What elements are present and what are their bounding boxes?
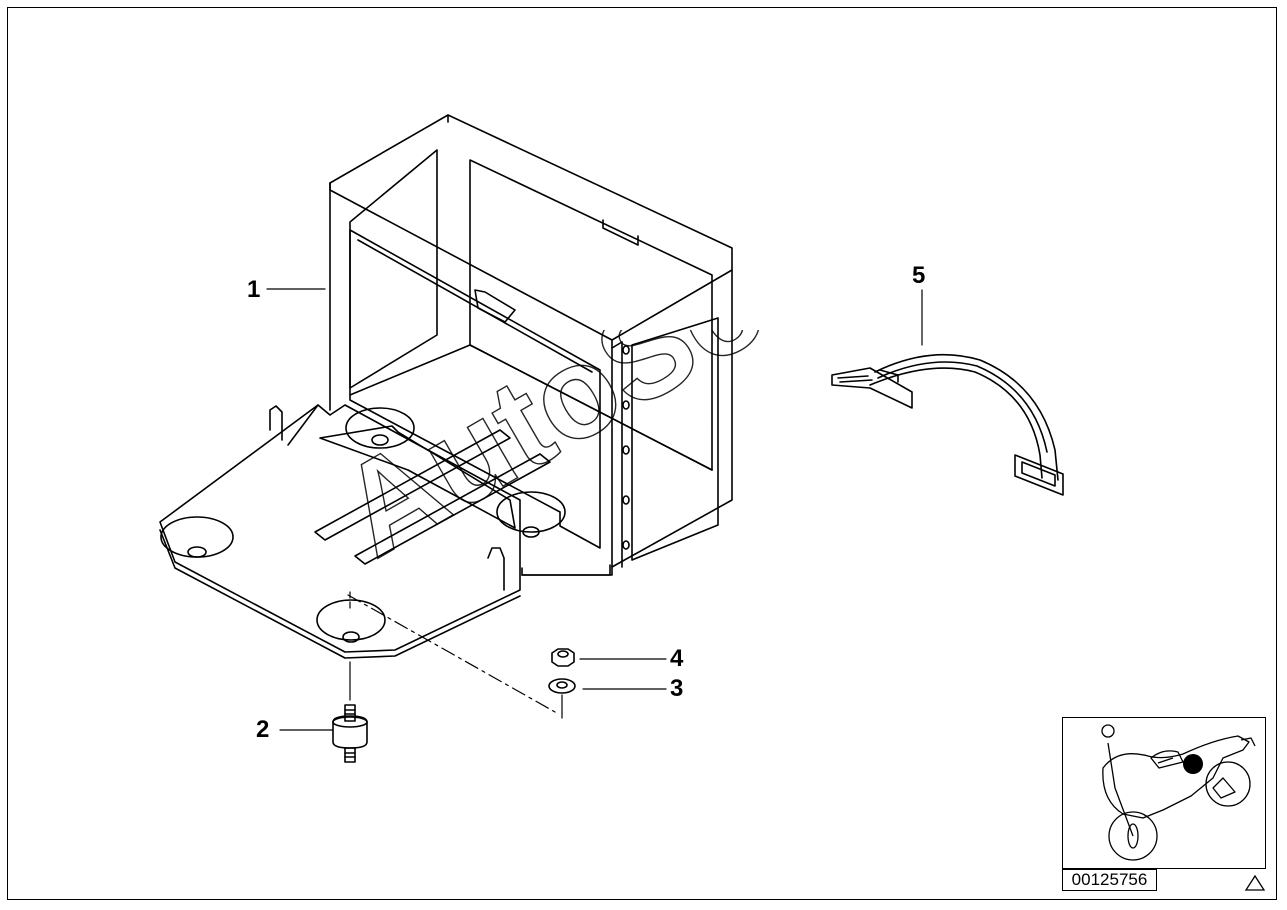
callout-2: 2 [256,716,270,743]
location-marker [1183,754,1203,774]
battery-strap-part [831,353,1064,496]
location-inset [1062,717,1266,869]
callout-3: 3 [670,675,684,702]
part-number: 00125756 [1062,869,1157,891]
motorcycle-icon [1101,724,1256,861]
nut-part [551,648,575,667]
leader-lines [266,288,923,731]
callout-5: 5 [912,262,926,289]
battery-holder-part [159,114,733,659]
callout-4: 4 [670,645,684,672]
callout-1: 1 [247,276,261,303]
diagram-frame [7,7,1277,900]
warning-triangle-icon [1244,874,1266,891]
washer-part [548,678,576,694]
rubber-mount-part [332,704,368,763]
